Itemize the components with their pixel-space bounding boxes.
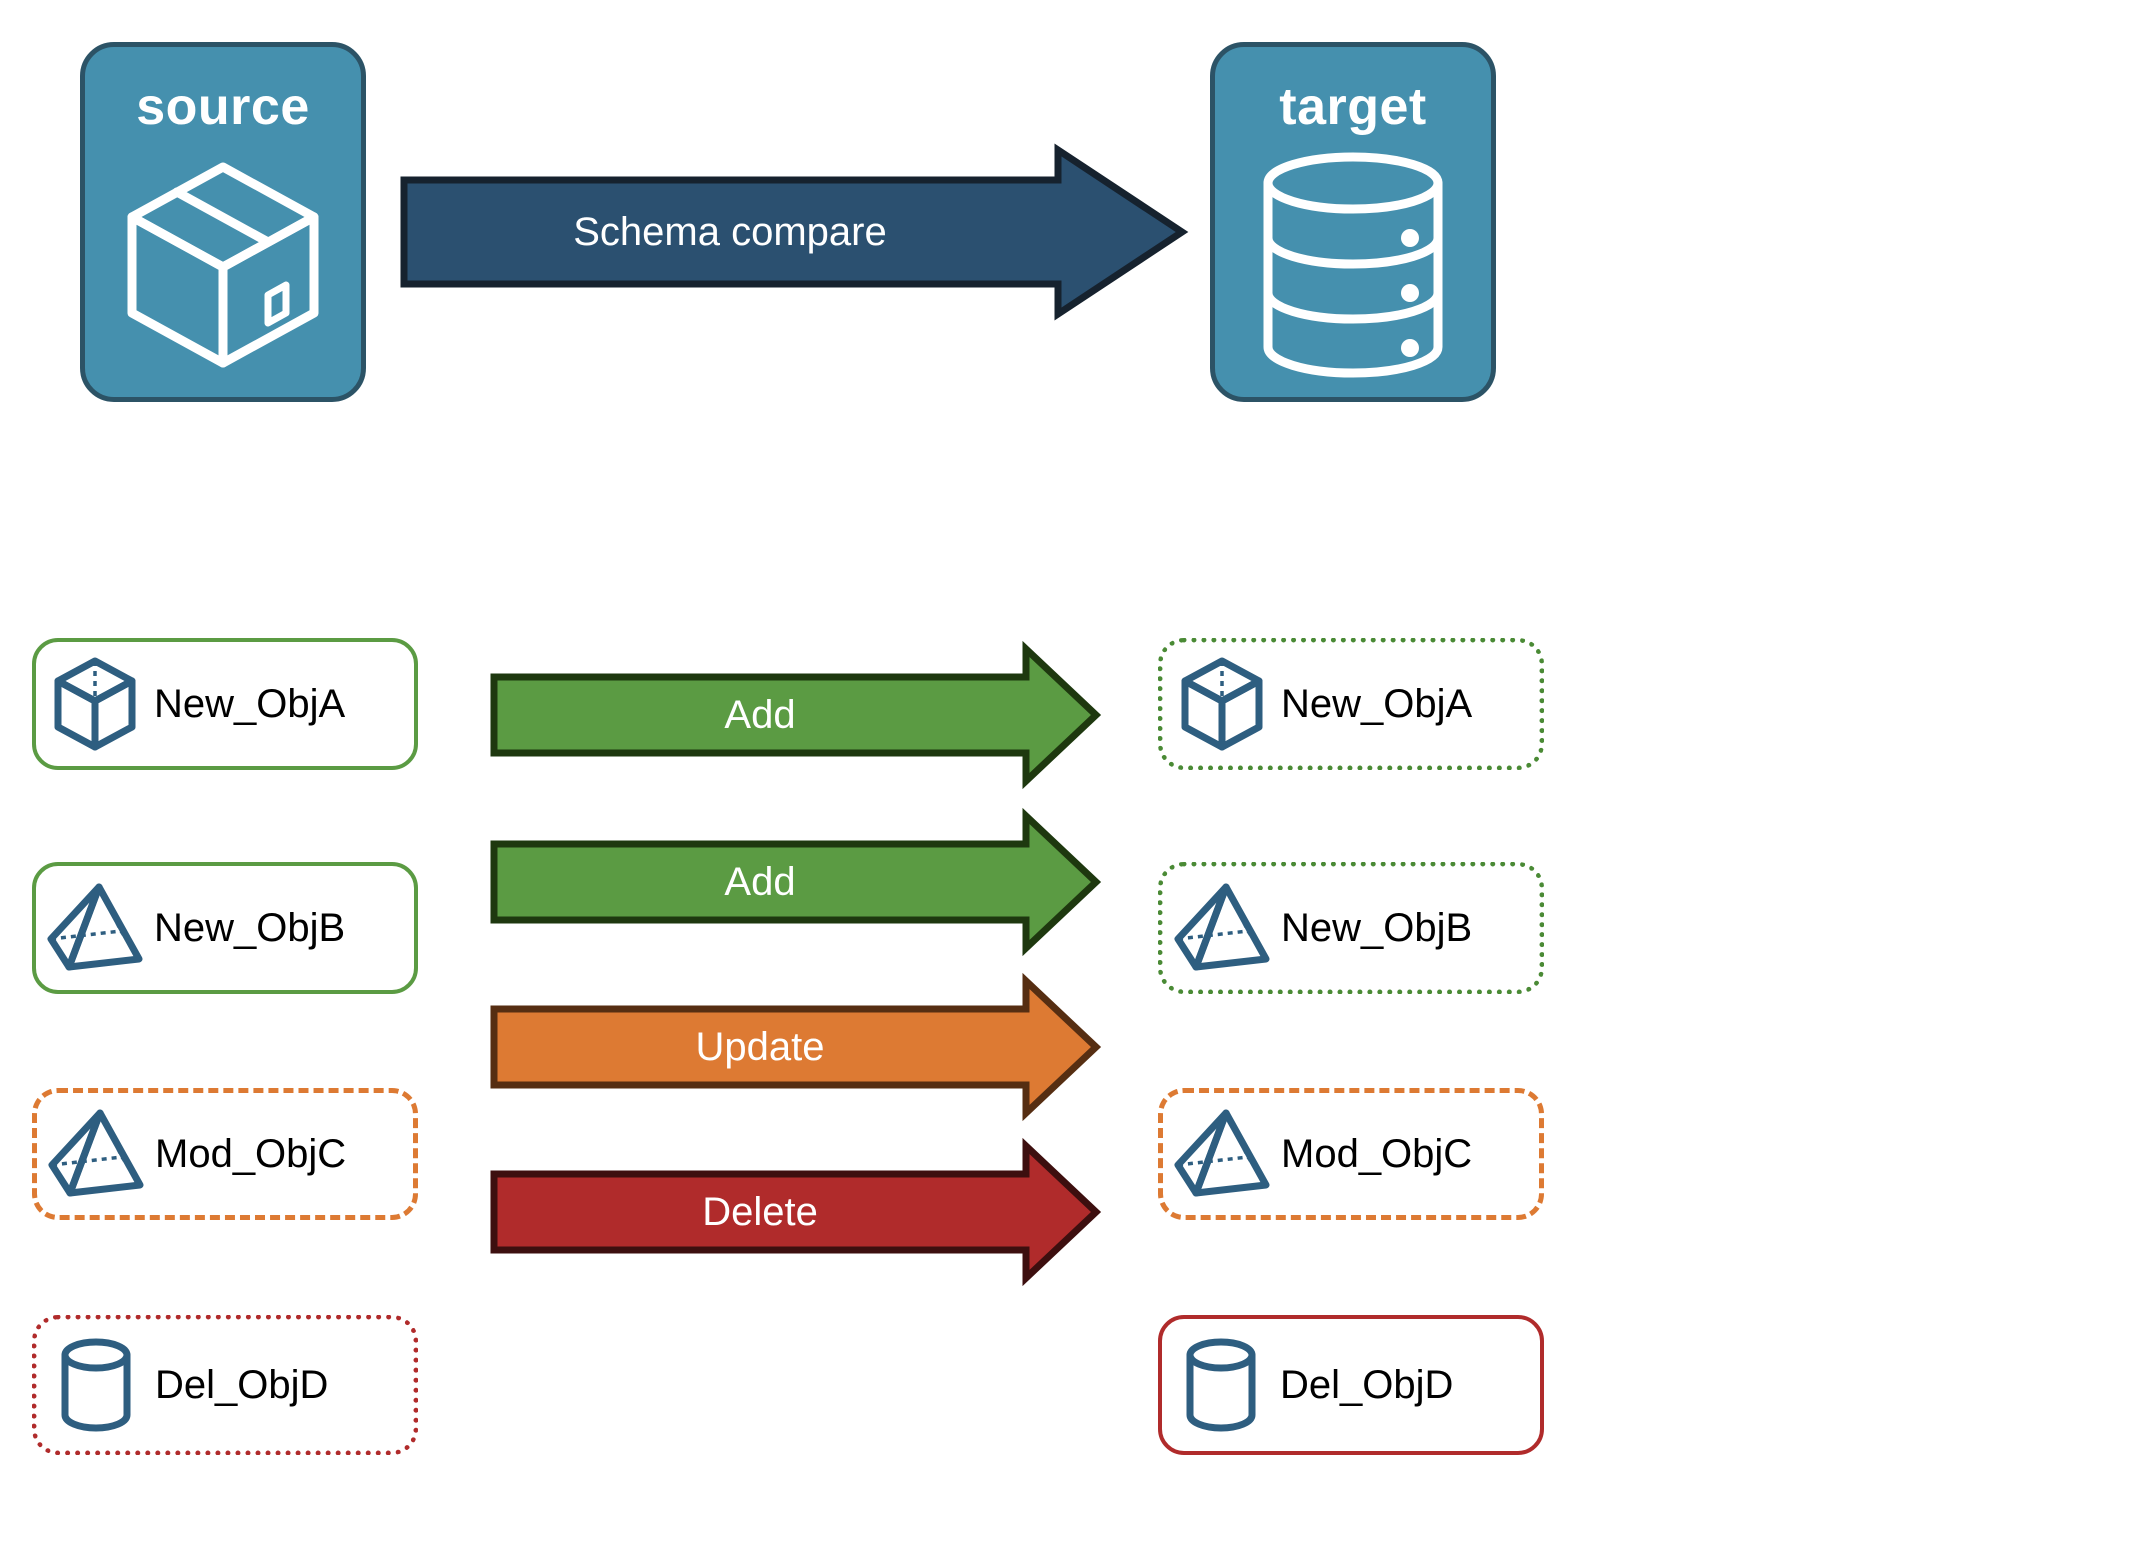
source-object-label: New_ObjB xyxy=(154,906,346,950)
wireframe-cube-icon xyxy=(36,657,154,751)
target-endpoint-card: target xyxy=(1210,42,1496,402)
target-object-label: New_ObjA xyxy=(1281,682,1473,726)
add-arrow-row-2: Add xyxy=(490,807,1102,957)
source-object-pill-del-objd[interactable]: Del_ObjD xyxy=(32,1315,418,1455)
target-object-pill-new-obja[interactable]: New_ObjA xyxy=(1158,638,1544,770)
target-object-label: New_ObjB xyxy=(1281,906,1473,950)
source-object-label: Mod_ObjC xyxy=(155,1132,347,1176)
target-title: target xyxy=(1279,78,1427,136)
wireframe-pyramid-icon xyxy=(36,881,154,975)
source-object-pill-new-objb[interactable]: New_ObjB xyxy=(32,862,418,994)
target-object-pill-mod-objc[interactable]: Mod_ObjC xyxy=(1158,1088,1544,1220)
source-object-pill-mod-objc[interactable]: Mod_ObjC xyxy=(32,1088,418,1220)
delete-arrow-row-4: Delete xyxy=(490,1137,1102,1287)
source-title: source xyxy=(136,78,310,136)
source-graphic xyxy=(85,133,361,397)
database-cylinder-icon xyxy=(1263,152,1443,378)
package-box-icon xyxy=(127,162,319,368)
source-object-label: Del_ObjD xyxy=(155,1363,329,1407)
source-object-pill-new-obja[interactable]: New_ObjA xyxy=(32,638,418,770)
wireframe-pyramid-icon xyxy=(1163,1107,1281,1201)
target-graphic xyxy=(1215,133,1491,397)
schema-compare-arrow: Schema compare xyxy=(400,143,1189,321)
source-endpoint-card: source xyxy=(80,42,366,402)
source-object-label: New_ObjA xyxy=(154,682,346,726)
target-object-label: Del_ObjD xyxy=(1280,1363,1454,1407)
target-object-pill-new-objb[interactable]: New_ObjB xyxy=(1158,862,1544,994)
wireframe-pyramid-icon xyxy=(1163,881,1281,975)
target-object-pill-del-objd[interactable]: Del_ObjD xyxy=(1158,1315,1544,1455)
wireframe-cube-icon xyxy=(1163,657,1281,751)
target-object-label: Mod_ObjC xyxy=(1281,1132,1473,1176)
update-arrow-row-3: Update xyxy=(490,972,1102,1122)
add-arrow-row-1: Add xyxy=(490,640,1102,790)
wireframe-cylinder-icon xyxy=(1162,1337,1280,1433)
wireframe-pyramid-icon xyxy=(37,1107,155,1201)
wireframe-cylinder-icon xyxy=(37,1337,155,1433)
